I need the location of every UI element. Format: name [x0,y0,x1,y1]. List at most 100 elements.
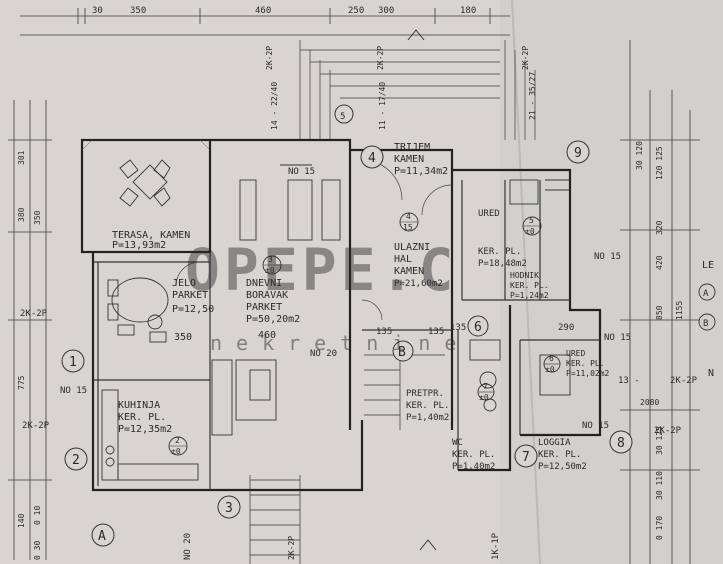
room-tag-2: 2 ±0 [168,436,188,456]
dim-top-2: 350 [130,6,146,16]
dim-left-7: 0 30 [33,541,42,560]
room-tag-3: 3 ±0 [262,255,282,275]
room-ulazni-name: ULAZNI [394,242,430,253]
stair-label-3: 11 - 17/40 [378,82,387,130]
dim-left-6: 0 10 [33,506,42,525]
axis-bubble-4-label: 4 [368,151,376,166]
room-pretpr-area: P=1,40m2 [406,413,449,423]
legend-marker-a [698,283,716,301]
room-trijem-name: TRIJEM [394,142,430,153]
paper-fold-line [511,0,541,564]
dim-top-1: 30 [92,6,103,16]
axis-bubble-2-label: 2 [72,453,80,468]
dim-right-5: 1155 [675,301,684,320]
room-ulazni-sub: HAL [394,254,412,265]
door-swings [175,159,453,321]
section-arrow-markers [407,29,437,551]
room-tag-7-level: ±0 [479,393,489,402]
dim-top-5: 180 [460,6,476,16]
axis-bubble-6-label: 6 [474,320,482,335]
wall-label-5: NO 15 [604,333,631,343]
room-tag-4-level: 15 [403,223,413,232]
axis-bubble-7: 7 [514,444,538,468]
roof-label-4: 2K-2P [654,426,682,436]
inner-dim-460: 460 [258,330,276,341]
roof-label-5: 2K-2P [287,536,296,560]
room-tag-7-num: 7 [483,382,488,391]
room-loggia-name: LOGGIA [538,438,571,448]
dim-right-1: 30 120 [635,141,644,170]
wall-label-1: NO 15 [288,167,315,177]
legend-heading: LE [702,260,714,271]
wc-fixtures [469,339,501,412]
wall-label-3: NO 15 [594,252,621,262]
room-ured2-sub: KER. PL. [566,359,605,368]
level-mark-right: 13 - [618,376,640,386]
axis-bubble-3: 3 [217,495,241,519]
inner-dim-135-c: 135 [450,323,466,333]
axis-bubble-4: 4 [360,145,384,169]
axis-bubble-8-label: 8 [617,436,625,451]
dim-right-4: 420 [655,255,664,270]
dim-right-2: 120 125 [655,146,664,180]
legend-item-b: B [703,319,708,329]
terrace-hatch [81,139,211,151]
room-dnevni-name: DNEVNI [246,278,282,289]
room-tag-6-num: 6 [549,354,554,363]
axis-bubble-b: B [392,340,414,362]
terrace-table-set [119,159,171,207]
room-tag-6-level: ±0 [545,365,555,374]
room-loggia-area: P=12,50m2 [538,462,587,472]
room-dnevni-sub: BORAVAK [246,290,288,301]
dim-right-3: 320 [655,220,664,235]
room-tag-6: 6 ±0 [543,354,561,374]
roof-label-2: 2K-2P [22,421,50,431]
room-ured1-name: URED [478,209,500,219]
stair-label-6: 21 - 35/27 [528,72,537,120]
wall-label-6: NO 15 [582,421,609,431]
section-label-right: 1K-1P [491,532,501,560]
dim-right-10: 0 170 [655,516,664,540]
room-wc-sub: KER. PL. [452,450,495,460]
room-tag-2-level: ±0 [171,447,181,456]
room-tag-4-num: 4 [406,212,411,221]
room-ured2-area: P=11,02m2 [566,369,610,378]
dim-right-8: 30 125 [655,426,664,455]
axis-bubble-1-label: 1 [69,355,77,370]
axis-bubble-6: 6 [467,315,489,337]
legend-heading-2: N [708,368,714,379]
room-wc-name: WC [452,438,463,448]
room-wc-area: P=1,40m2 [452,462,495,472]
dining-table-set [107,277,169,343]
stair-label-4: 2K-2P [376,46,385,70]
room-jelo-area: P=12,50 [172,304,214,315]
room-loggia-sub: KER. PL. [538,450,581,460]
room-tag-7: 7 ±0 [477,382,495,402]
inner-dim-350: 350 [174,332,192,343]
room-pretpr-name: PRETPR. [406,389,444,399]
top-dimension-chain [20,8,510,36]
dim-right-9: 30 110 [655,471,664,500]
room-tag-2-num: 2 [175,436,180,445]
axis-bubble-9: 9 [566,140,590,164]
office-furniture [509,179,571,396]
inner-walls [93,180,600,490]
room-kuhinja-sub: KER. PL. [118,412,166,423]
room-kuhinja-area: P=12,35m2 [118,424,172,435]
roof-stair-lines [299,40,536,140]
dim-left-5: 140 [17,513,26,528]
living-room-furniture [211,164,341,436]
outer-walls [80,138,602,492]
wall-label-2: NO 15 [60,386,87,396]
dim-left-2: 350 [33,210,42,225]
room-ured1-area: P=18,48m2 [478,259,527,269]
dim-right-6: 850 [655,305,664,320]
room-tag-4: 4 15 [399,212,419,232]
dim-top-3: 460 [255,6,271,16]
axis-bubble-b-label: B [398,345,406,360]
room-hodnik-sub: KER. PL. [510,281,549,290]
dim-right-7: 2080 [640,398,659,407]
room-ured2-name: URED [566,349,585,358]
dim-left-4: 775 [17,375,26,390]
